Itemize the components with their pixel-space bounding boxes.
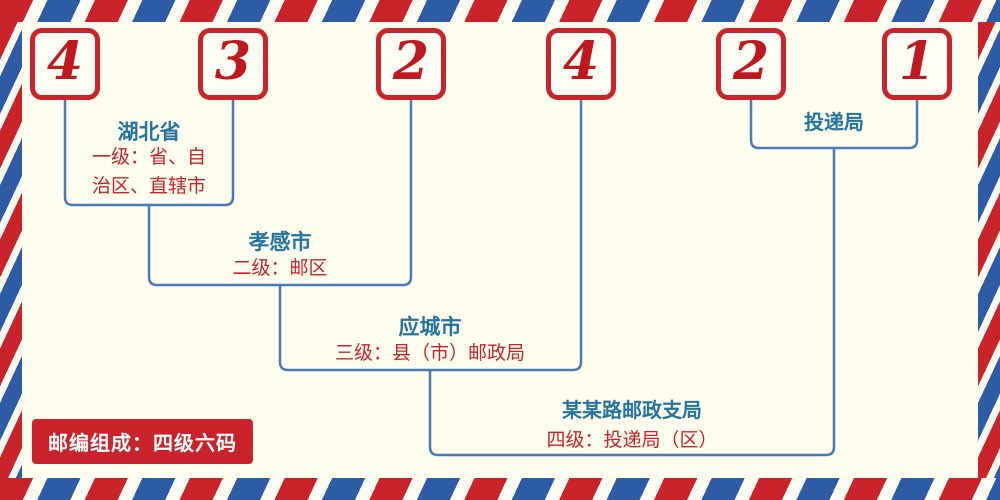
level2-desc: 二级：邮区 — [232, 258, 328, 279]
connector-level4 — [428, 146, 836, 457]
digit-box-5: 2 — [716, 28, 786, 100]
digit: 3 — [214, 31, 252, 92]
digit: 4 — [46, 31, 84, 92]
digit-box-6: 1 — [882, 28, 952, 100]
footer-badge: 邮编组成：四级六码 — [32, 419, 253, 464]
digit-box-2: 3 — [198, 28, 268, 100]
delivery-office-label: 投递局 — [804, 112, 864, 134]
digit: 1 — [898, 31, 936, 92]
digit: 2 — [732, 31, 770, 92]
level4-name: 某某路邮政支局 — [562, 400, 702, 422]
digit: 2 — [392, 31, 430, 92]
level4-desc: 四级：投递局（区） — [546, 430, 718, 451]
level3-desc: 三级：县（市）邮政局 — [334, 343, 525, 364]
level3-name: 应城市 — [398, 316, 462, 339]
level1-name: 湖北省 — [117, 121, 181, 144]
digit-box-4: 4 — [546, 28, 616, 100]
digit: 4 — [562, 31, 600, 92]
airmail-border-top — [0, 0, 1000, 22]
digit-box-1: 4 — [30, 28, 100, 100]
level1-desc: 一级：省、自治区、直辖市 — [91, 147, 206, 198]
airmail-border-right — [978, 22, 1000, 478]
airmail-border-left — [0, 22, 22, 478]
airmail-border-bottom — [0, 478, 1000, 500]
level2-name: 孝感市 — [248, 231, 312, 254]
digit-box-3: 2 — [376, 28, 446, 100]
